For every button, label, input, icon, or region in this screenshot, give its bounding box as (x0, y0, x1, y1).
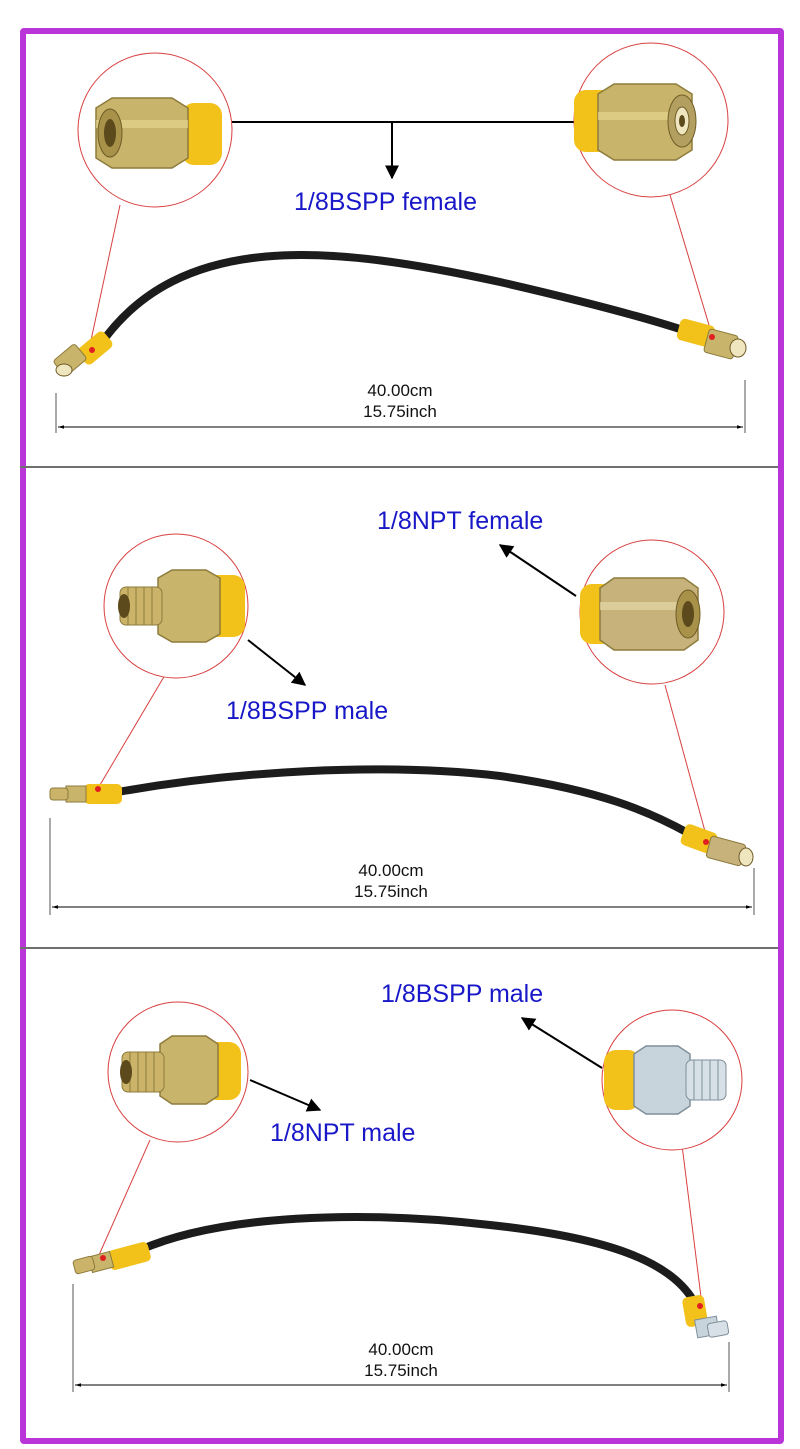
fitting-label-left: 1/8NPT male (270, 1119, 416, 1147)
zoom-circle-right (573, 42, 729, 198)
hose (136, 1213, 697, 1304)
callout-line-left (98, 1139, 151, 1256)
callout-line-right (664, 684, 707, 836)
zoom-circle-left (107, 1001, 249, 1143)
panel-2 (49, 533, 755, 915)
dimension-label: 40.00cm 15.75inch (331, 1339, 471, 1381)
length-inch: 15.75inch (363, 402, 437, 421)
male-fitting-icon (118, 569, 245, 643)
hose-end-left (49, 784, 122, 804)
female-fitting-icon (580, 577, 701, 651)
length-cm: 40.00cm (358, 861, 424, 880)
male-fitting-icon (120, 1035, 241, 1105)
hose (114, 765, 692, 837)
pointer-arrow-left (249, 1079, 322, 1112)
zoom-circle-right (601, 1009, 743, 1151)
callout-line-left (89, 204, 121, 346)
hose-end-left (53, 331, 113, 377)
female-fitting-icon (574, 83, 697, 161)
callout-line-right (669, 194, 713, 336)
panel-3 (72, 1001, 743, 1392)
zoom-circle-left (103, 533, 249, 679)
dimension-label: 40.00cm 15.75inch (330, 380, 470, 422)
zoom-circle-left (77, 52, 233, 208)
zoom-circle-right (579, 539, 725, 685)
length-cm: 40.00cm (367, 381, 433, 400)
hose-end-left (72, 1242, 151, 1275)
pointer-arrow-left (247, 639, 307, 686)
callout-line-left (96, 674, 166, 791)
fitting-label-right: 1/8NPT female (377, 507, 544, 535)
hose-end-right (682, 1295, 730, 1339)
hose-end-right (680, 824, 754, 867)
hose (96, 251, 699, 349)
length-cm: 40.00cm (368, 1340, 434, 1359)
male-fitting-icon (604, 1045, 727, 1115)
panel-1 (53, 42, 747, 433)
fitting-label-both-ends: 1/8BSPP female (294, 188, 477, 216)
callout-line-right (681, 1144, 703, 1306)
dimension-label: 40.00cm 15.75inch (321, 860, 461, 902)
female-fitting-icon (95, 97, 222, 169)
pointer-arrow-right (498, 544, 577, 597)
fitting-label-right: 1/8BSPP male (381, 980, 544, 1008)
length-inch: 15.75inch (354, 882, 428, 901)
hose-end-right (676, 318, 747, 360)
length-inch: 15.75inch (364, 1361, 438, 1380)
panel-divider-2 (20, 947, 778, 949)
fitting-label-left: 1/8BSPP male (226, 697, 389, 725)
pointer-arrow-right (520, 1017, 603, 1069)
panel-divider-1 (20, 466, 778, 468)
